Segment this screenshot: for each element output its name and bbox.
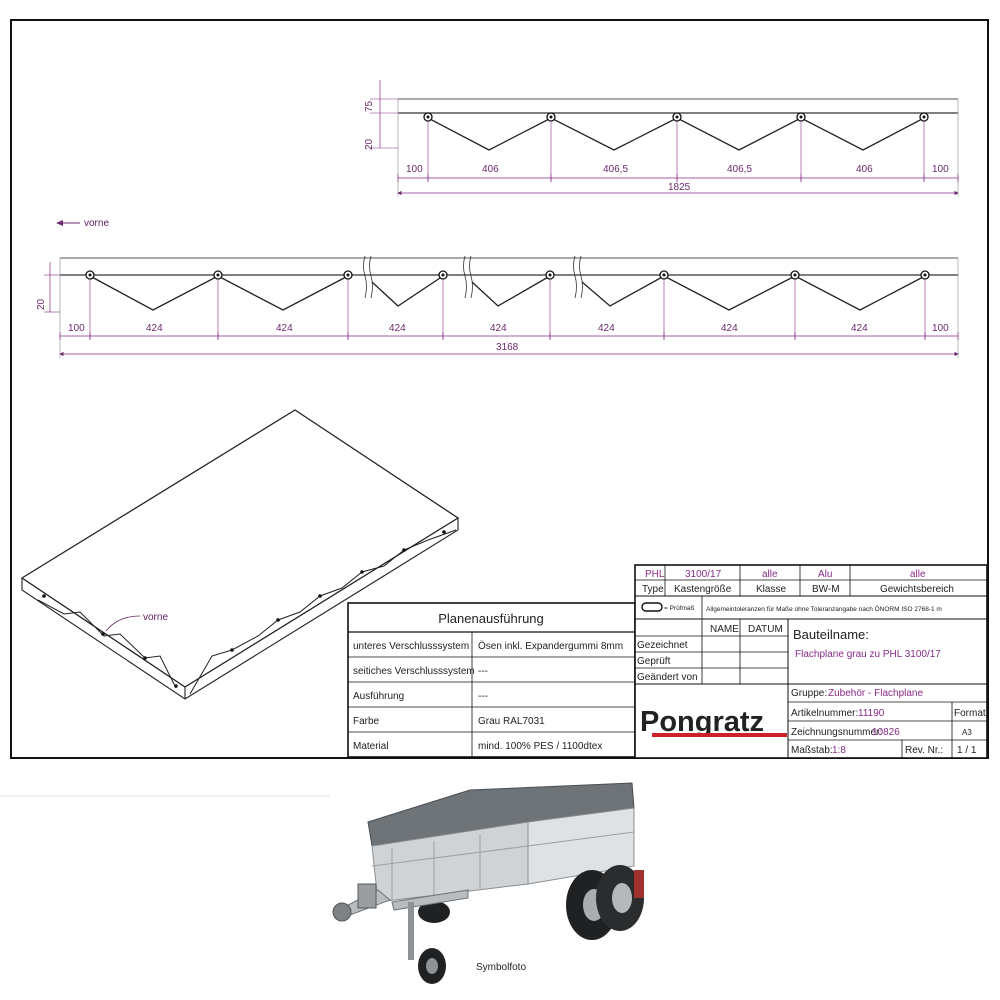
spec-row-label: Material [353, 741, 389, 752]
side-dim-segment: 424 [598, 323, 615, 334]
top-dim-segment: 406,5 [727, 164, 752, 175]
photo-caption: Symbolfoto [476, 962, 526, 973]
spec-row-label: Farbe [353, 716, 380, 727]
drawing-frame [10, 19, 989, 759]
tb-weight: alle [910, 569, 926, 580]
spec-row-value: mind. 100% PES / 1100dtex [478, 741, 602, 752]
side-view: vorne [36, 218, 959, 358]
zeichnung-value: 10826 [872, 727, 900, 738]
tb-bwm: BW-M [812, 584, 840, 595]
pruefmass-symbol [641, 602, 663, 612]
top-view: 75 20 100 406 406,5 406,5 406 100 1825 [364, 80, 959, 196]
tolerance-note: Allgemeintoleranzen für Maße ohne Tolera… [706, 605, 942, 613]
bauteilname-label: Bauteilname: [793, 627, 869, 642]
rev-label: Rev. Nr.: [905, 745, 943, 756]
top-dim-total: 1825 [668, 182, 691, 193]
gruppe-value: Zubehör - Flachplane [828, 688, 923, 699]
side-dim-segment: 424 [721, 323, 738, 334]
tb-row-label: Geändert von [637, 672, 698, 683]
tb-type-label: Type [642, 584, 664, 595]
tb-size-label: Kastengröße [674, 584, 732, 595]
logo-wordmark: Pongratz [640, 706, 764, 738]
tb-row-label: Geprüft [637, 656, 671, 667]
side-dim-segment: 424 [851, 323, 868, 334]
eyelets-top [423, 112, 929, 122]
spec-row-value: --- [478, 666, 488, 677]
tb-class-label: Klasse [756, 584, 786, 595]
eyelets-side [85, 270, 930, 280]
top-dim-segment: 406,5 [603, 164, 628, 175]
massstab-value: 1:8 [832, 745, 846, 756]
side-dim-segment: 424 [490, 323, 507, 334]
massstab-label: Maßstab: [791, 745, 833, 756]
spec-row-value: Grau RAL7031 [478, 716, 545, 727]
trailer-photo: Symbolfoto [0, 782, 644, 984]
spec-table-title: Planenausführung [438, 611, 544, 626]
rev-value: 1 / 1 [957, 745, 977, 756]
top-dim-segment: 406 [856, 164, 873, 175]
format-value: A3 [962, 728, 972, 737]
title-block: PHL 3100/17 alle Alu alle Type Kastengrö… [634, 564, 988, 759]
bauteilname-value: Flachplane grau zu PHL 3100/17 [795, 649, 941, 660]
top-dim-vertical-2: 20 [364, 138, 375, 150]
front-label: vorne [84, 218, 109, 229]
spec-table: Planenausführung unteres Verschlusssyste… [347, 602, 636, 758]
format-label: Format [954, 708, 986, 719]
tb-material: Alu [818, 569, 832, 580]
tb-size: 3100/17 [685, 569, 722, 580]
side-dim-segment: 424 [276, 323, 293, 334]
spec-row-label: seitiches Verschlusssystem [353, 666, 475, 677]
top-dim-segment: 100 [932, 164, 949, 175]
spec-row-value: --- [478, 691, 488, 702]
side-dim-total: 3168 [496, 342, 519, 353]
artikel-label: Artikelnummer: [791, 708, 858, 719]
side-dim-segment: 424 [146, 323, 163, 334]
iso-front-label: vorne [143, 612, 168, 623]
spec-row-label: unteres Verschlusssystem [353, 641, 469, 652]
gruppe-label: Gruppe: [791, 688, 827, 699]
zeichnung-label: Zeichnungsnummer: [791, 727, 882, 738]
tb-row-label: Gezeichnet [637, 640, 688, 651]
tb-col-name: NAME [710, 624, 739, 635]
side-dim-vertical: 20 [36, 298, 47, 310]
pruefmass-label: = Prüfmaß [664, 605, 695, 612]
side-dim-segment: 424 [389, 323, 406, 334]
tb-class: alle [762, 569, 778, 580]
artikel-value: 11190 [858, 708, 885, 719]
spec-row-value: Ösen inkl. Expandergummi 8mm [478, 640, 623, 652]
side-dim-segment: 100 [932, 323, 949, 334]
spec-row-label: Ausführung [353, 691, 404, 702]
tb-phl-label: PHL [645, 569, 665, 580]
top-dim-segment: 406 [482, 164, 499, 175]
tb-col-datum: DATUM [748, 624, 783, 635]
pongratz-logo: Pongratz [640, 706, 787, 738]
side-dim-segment: 100 [68, 323, 85, 334]
tb-weight-label: Gewichtsbereich [880, 584, 954, 595]
top-dim-segment: 100 [406, 164, 423, 175]
iso-view: vorne [20, 409, 460, 700]
top-dim-vertical-1: 75 [364, 100, 375, 112]
front-direction-arrow: vorne [56, 218, 109, 229]
